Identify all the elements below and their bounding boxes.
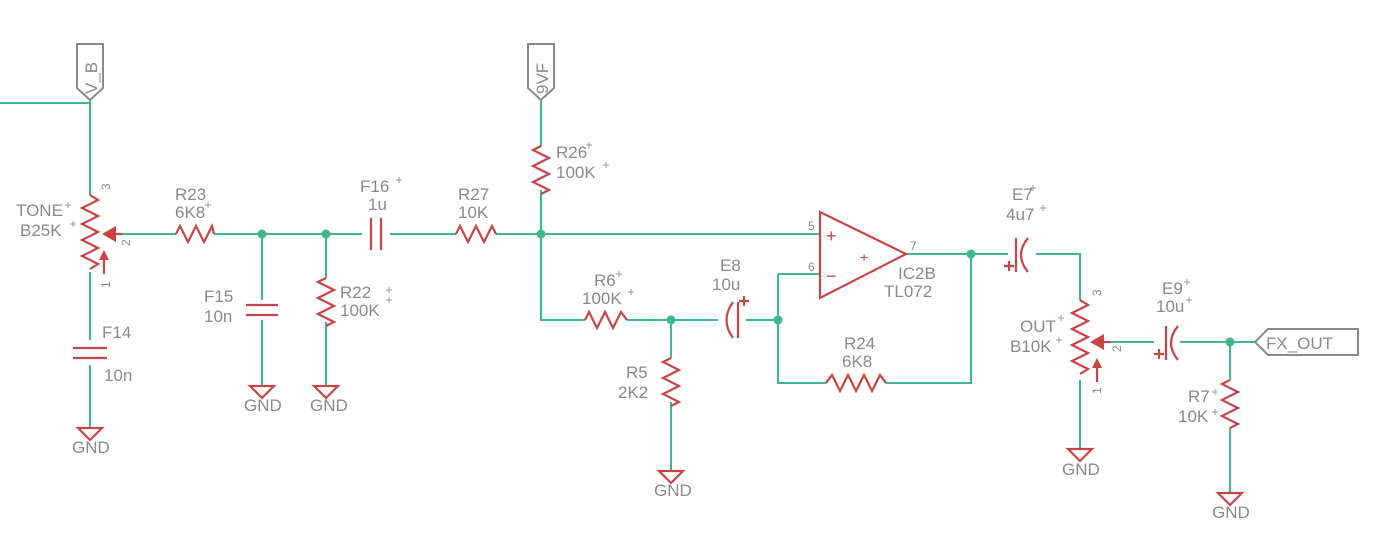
gnd-label: GND: [244, 396, 282, 415]
r5-name: R5: [626, 363, 648, 382]
r24-resistor: R24 6K8: [825, 334, 887, 394]
ic2b-plus: +: [826, 226, 837, 246]
r24-name: R24: [844, 334, 875, 353]
out-name: OUT: [1020, 317, 1056, 336]
gnd-r7: GND: [1212, 491, 1250, 522]
tone-pin3: 3: [99, 183, 113, 190]
gnd-label: GND: [1062, 460, 1100, 479]
gnd-label: GND: [1212, 503, 1250, 522]
r6-value: 100K: [582, 289, 622, 308]
f14-capacitor: F14 10n: [73, 323, 132, 385]
tone-pin2: 2: [119, 239, 133, 246]
ic2b-opamp: + − + 5 6 7 IC2B TL072: [808, 210, 936, 301]
junction-dot: [1225, 337, 1235, 347]
gnd-tone: GND: [72, 426, 110, 457]
tone-pin1: 1: [99, 281, 113, 288]
r26-value: 100K: [556, 163, 596, 182]
gnd-label: GND: [654, 481, 692, 500]
f14-name: F14: [102, 323, 131, 342]
r22-value: 100K: [340, 301, 380, 320]
f15-name: F15: [204, 287, 233, 306]
out-pin1: 1: [1090, 387, 1104, 394]
r5-value: 2K2: [618, 383, 648, 402]
e8-value: 10u: [712, 275, 740, 294]
ic2b-pin6: 6: [808, 260, 815, 274]
gnd-label: GND: [310, 396, 348, 415]
junction-dot: [321, 229, 331, 239]
out-value: B10K: [1010, 337, 1052, 356]
r27-value: 10K: [458, 203, 489, 222]
gnd-f15: GND: [244, 384, 282, 415]
port-v-b-label: V_B: [82, 62, 101, 94]
r22-resistor: R22 100K: [315, 277, 380, 327]
junction-dot: [257, 229, 267, 239]
out-potentiometer: 3 2 1 OUT B10K: [1010, 289, 1124, 394]
f14-value: 10n: [104, 366, 132, 385]
r27-name: R27: [458, 185, 489, 204]
ic2b-pin5: 5: [808, 219, 815, 233]
port-9vf: 9VF: [527, 43, 555, 102]
port-fx-out: FX_OUT: [1253, 328, 1359, 356]
f16-capacitor: F16 1u: [360, 177, 389, 250]
f15-value: 10n: [204, 307, 232, 326]
port-v-b: V_B: [76, 43, 104, 102]
r23-value: 6K8: [175, 203, 205, 222]
gnd-out: GND: [1062, 447, 1100, 479]
gnd-r5: GND: [654, 469, 692, 500]
out-pin2: 2: [1110, 345, 1124, 352]
ic2b-inner-mark: +: [860, 249, 868, 265]
f16-value: 1u: [368, 195, 387, 214]
junction-dot: [666, 315, 676, 325]
r23-name: R23: [175, 185, 206, 204]
e8-name: E8: [720, 256, 741, 275]
port-fx-out-label: FX_OUT: [1266, 334, 1333, 353]
wires: [0, 100, 1255, 492]
r7-name: R7: [1188, 387, 1210, 406]
e7-value: 4u7: [1006, 205, 1034, 224]
f15-capacitor: F15 10n: [204, 287, 278, 326]
r26-name: R26: [556, 143, 587, 162]
r6-name: R6: [594, 271, 616, 290]
tone-value: B25K: [20, 221, 62, 240]
r5-resistor: R5 2K2: [618, 357, 682, 407]
port-9vf-label: 9VF: [533, 63, 552, 94]
r24-value: 6K8: [842, 352, 872, 371]
r7-resistor: R7 10K: [1178, 379, 1241, 429]
origin-marks: [65, 142, 1218, 415]
junction-dot: [773, 315, 783, 325]
ic2b-value: TL072: [884, 282, 932, 301]
e8-capacitor: E8 10u: [712, 256, 749, 339]
e9-value: 10u: [1156, 297, 1184, 316]
ic2b-pin7: 7: [910, 239, 917, 253]
r23-resistor: R23 6K8: [175, 185, 216, 245]
r6-resistor: R6 100K: [582, 271, 628, 331]
ic2b-minus: −: [826, 266, 837, 286]
e9-capacitor: E9 10u: [1154, 279, 1184, 361]
r7-value: 10K: [1178, 407, 1209, 426]
tone-name: TONE: [16, 201, 63, 220]
e7-capacitor: E7 4u7: [1004, 185, 1034, 273]
e7-name: E7: [1012, 185, 1033, 204]
f16-name: F16: [360, 177, 389, 196]
junction-dot: [536, 229, 546, 239]
ic2b-name: IC2B: [898, 264, 936, 283]
r27-resistor: R27 10K: [455, 185, 497, 245]
junctions: [257, 229, 1235, 347]
r22-name: R22: [340, 283, 371, 302]
r26-resistor: R26 100K: [530, 143, 596, 195]
tone-potentiometer: 3 2 1 TONE B25K: [16, 183, 133, 288]
gnd-label: GND: [72, 438, 110, 457]
out-pin3: 3: [1090, 289, 1104, 296]
gnd-r22: GND: [310, 384, 348, 415]
e9-name: E9: [1162, 279, 1183, 298]
junction-dot: [966, 249, 976, 259]
